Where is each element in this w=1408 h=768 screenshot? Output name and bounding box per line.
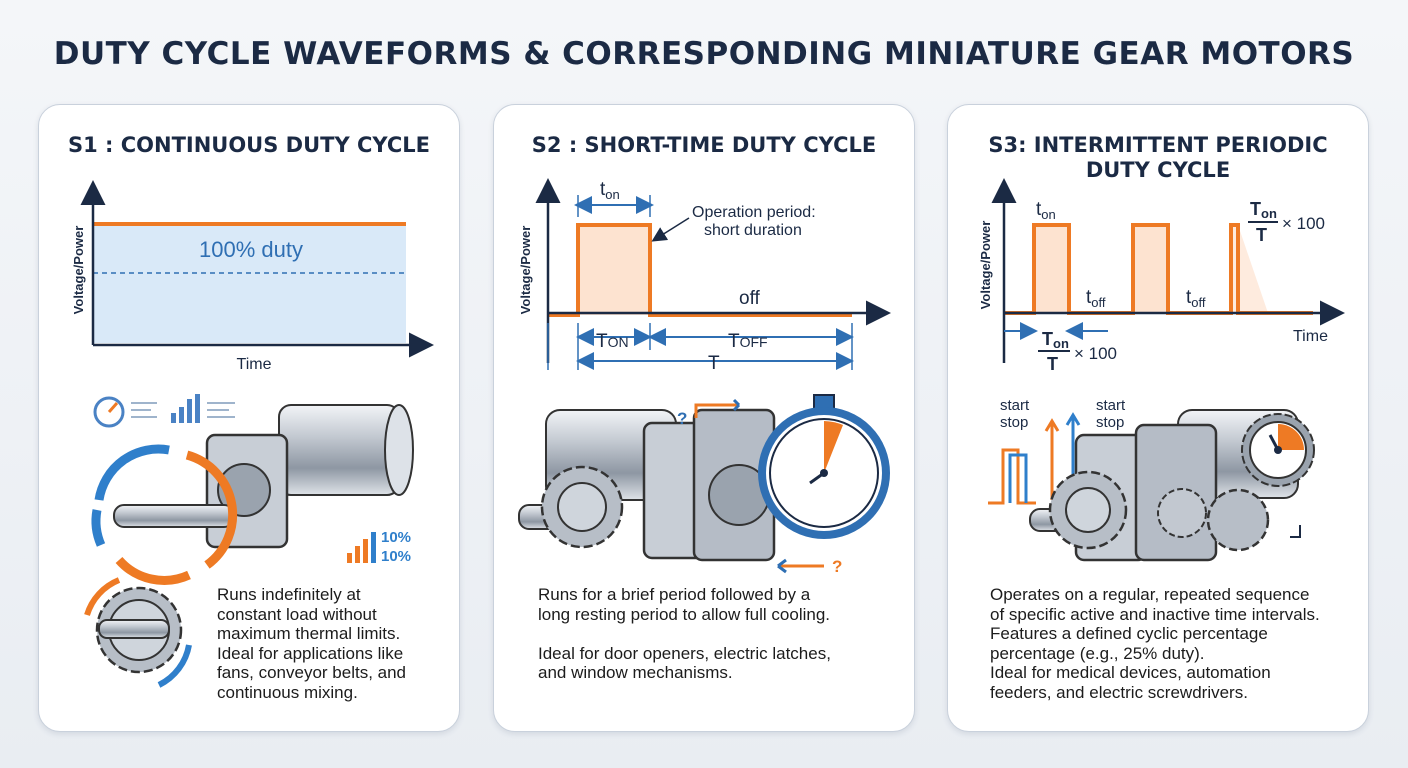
off-label: off (739, 288, 761, 309)
bar-chart-icon (171, 394, 235, 423)
svg-text:Ton: Ton (1250, 199, 1277, 221)
s1-description: Runs indefinitely at constant load witho… (217, 585, 407, 702)
T-period-label: T (708, 353, 720, 374)
s1-illustration: Voltage/Power Time 100% duty (71, 180, 434, 688)
t-on-label: ton (600, 179, 620, 202)
gear-icon (1048, 470, 1270, 552)
T-off-label: TOFF (728, 331, 768, 352)
question-mark-2: ? (832, 557, 842, 576)
page-title: DUTY CYCLE WAVEFORMS & CORRESPONDING MIN… (53, 36, 1355, 72)
callout-line-1: Operation period: (692, 204, 816, 221)
panel-title: S2 : SHORT-TIME DUTY CYCLE (531, 133, 877, 157)
y-axis-label: Voltage/Power (978, 221, 993, 310)
duty-area (93, 225, 406, 343)
callout-line-2: short duration (704, 222, 802, 239)
pulse-line (548, 223, 852, 317)
rotation-arrows-icon (91, 444, 238, 585)
s1-waveform-chart: Voltage/Power Time 100% duty (71, 180, 434, 373)
s2-illustration: Voltage/Power ton Operation period: shor… (518, 178, 891, 576)
s3-illustration: Voltage/Power Time ton toff toff Ton T ×… (978, 178, 1345, 562)
question-mark-1: ? (677, 409, 687, 428)
panel-title: S3: INTERMITTENT PERIODIC DUTY CYCLE (988, 133, 1328, 182)
y-axis-label: Voltage/Power (71, 226, 86, 315)
duty-label: 100% duty (199, 237, 303, 262)
s3-waveform-chart: Voltage/Power Time ton toff toff Ton T ×… (978, 178, 1345, 374)
duty-formula-bottom: Ton T × 100 (1038, 329, 1117, 374)
pulse-train (1004, 223, 1270, 315)
gear-motor-illustration (518, 408, 776, 562)
gear-motor-illustration (113, 404, 414, 549)
svg-text:Ton: Ton (1042, 329, 1069, 351)
t-off-label-1: toff (1086, 287, 1106, 310)
x-axis-label: Time (1293, 328, 1328, 345)
stopwatch-icon (758, 394, 890, 539)
svg-text:T: T (1256, 225, 1267, 245)
start-label-2: start (1096, 397, 1126, 414)
s3-description: Operates on a regular, repeated sequence… (990, 585, 1320, 702)
indicator-pct-1: 10% (381, 529, 411, 546)
callout-arrow (651, 217, 690, 242)
duty-formula-top: Ton T × 100 (1248, 199, 1325, 245)
panel-s1-continuous: S1 : CONTINUOUS DUTY CYCLE Voltage/Power… (38, 104, 460, 732)
stop-label-2: stop (1096, 414, 1124, 431)
x-axis-label: Time (237, 356, 272, 373)
t-off-label-2: toff (1186, 287, 1206, 310)
y-axis-label: Voltage/Power (518, 226, 533, 315)
svg-text:× 100: × 100 (1282, 214, 1325, 233)
panel-title: S1 : CONTINUOUS DUTY CYCLE (67, 133, 431, 157)
indicator-pct-2: 10% (381, 548, 411, 565)
svg-text:T: T (1047, 354, 1058, 374)
s2-description: Runs for a brief period followed by a lo… (538, 585, 831, 682)
panel-s3-intermittent: S3: INTERMITTENT PERIODIC DUTY CYCLE (947, 104, 1369, 732)
clock-icon (1241, 413, 1315, 487)
start-label-1: start (1000, 397, 1030, 414)
panel-s2-short-time: S2 : SHORT-TIME DUTY CYCLE Voltage/Power (493, 104, 915, 732)
s2-waveform-chart: Voltage/Power ton Operation period: shor… (518, 178, 891, 374)
stop-label-1: stop (1000, 414, 1028, 431)
gear-icon (540, 465, 624, 549)
on-area (578, 225, 650, 315)
T-on-label: TON (596, 331, 629, 352)
svg-text:× 100: × 100 (1074, 344, 1117, 363)
t-on-label: ton (1036, 199, 1056, 222)
gear-icon (84, 577, 192, 688)
bar-indicator-icon (347, 532, 376, 563)
gauge-icon (93, 396, 157, 428)
start-stop-signal-icon (988, 412, 1081, 505)
